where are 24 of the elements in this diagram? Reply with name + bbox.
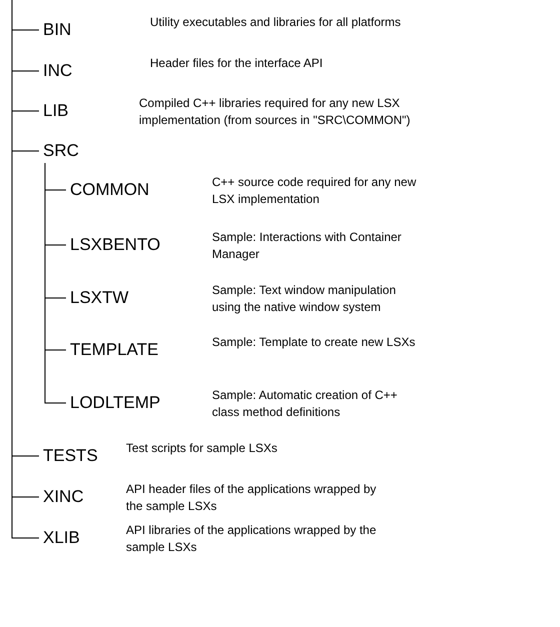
folder-description: C++ source code required for any new LSX implementation [212, 174, 418, 208]
tree-line [44, 162, 66, 404]
folder-description: Sample: Automatic creation of C++ class method definitions [212, 387, 398, 421]
folder-description: Test scripts for sample LSXs [126, 440, 278, 457]
folder-name: LODLTEMP [70, 393, 160, 413]
folder-description: Sample: Text window manipulation using the native window system [212, 282, 397, 316]
folder-name: XINC [43, 487, 84, 507]
folder-name: TESTS [43, 446, 98, 466]
folder-name: INC [43, 61, 72, 81]
folder-description: Header files for the interface API [150, 55, 324, 72]
folder-description: API header files of the applications wrapped by the sample LSXs [126, 481, 378, 515]
folder-name: XLIB [43, 528, 80, 548]
folder-name: LSXTW [70, 288, 129, 308]
folder-description: Sample: Interactions with Container Manager [212, 229, 402, 263]
folder-name: LSXBENTO [70, 235, 160, 255]
folder-name: BIN [43, 20, 72, 40]
folder-name: TEMPLATE [70, 340, 158, 360]
folder-description: API libraries of the applications wrapped by the sample LSXs [126, 522, 378, 556]
folder-description: Compiled C++ libraries required for any new LSX implementation (from sources in "SRC\COMMON") [139, 95, 412, 129]
folder-name: LIB [43, 101, 69, 121]
folder-description: Sample: Template to create new LSXs [212, 334, 416, 351]
folder-name: COMMON [70, 180, 150, 200]
folder-description: Utility executables and libraries for all platforms [150, 14, 402, 31]
folder-name: SRC [43, 141, 79, 161]
